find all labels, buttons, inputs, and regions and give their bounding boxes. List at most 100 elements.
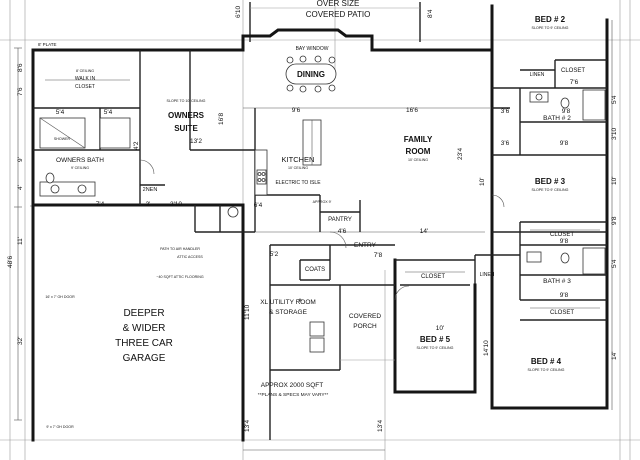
label-dining: DINING: [297, 70, 325, 79]
label-closet-bed-2: CLOSET: [561, 68, 585, 74]
label-entry: ENTRY: [354, 242, 377, 249]
dim-3: 3': [146, 201, 151, 208]
dim-left-4: 4': [17, 185, 24, 190]
label-shower: SHOWER: [54, 137, 71, 141]
label-plans-vary: **PLANS & SPECS MAY VARY**: [258, 392, 329, 398]
label-utility-1: XL UTILITY ROOM: [260, 299, 316, 306]
label-family-ceiling: 10' CEILING: [408, 158, 428, 162]
label-bed-5: BED # 5: [420, 335, 451, 344]
label-bed-4-ceiling: SLOPE TO 9' CEILING: [528, 368, 565, 372]
dining-table: [285, 63, 337, 85]
label-bath-2: BATH # 2: [543, 115, 571, 122]
label-family-1: FAMILY: [404, 135, 433, 144]
label-garage-2: & WIDER: [123, 323, 166, 334]
dim-top-right: 8'4: [427, 9, 434, 18]
dim-14: 14': [420, 228, 428, 235]
label-utility-2: & STORAGE: [269, 309, 307, 316]
patio-label-line-2: COVERED PATIO: [306, 10, 371, 19]
label-garage-1: DEEPER: [123, 308, 164, 319]
dim-9-8-d: 9'8: [560, 292, 569, 299]
label-kitchen-ceiling: 10' CEILING: [288, 166, 308, 170]
dim-5-4-a: 5'4: [56, 109, 65, 116]
label-pantry: PANTRY: [328, 217, 352, 223]
dim-6-4: 6'4: [254, 202, 263, 209]
dim-16-8: 16'8: [218, 113, 225, 125]
range: [256, 169, 267, 185]
label-owners-ceiling: SLOPE TO 10' CEILING: [167, 99, 206, 103]
bath2-tub: [582, 89, 606, 121]
label-family-2: ROOM: [406, 147, 431, 156]
fixtures: [39, 55, 606, 353]
label-bed-3: BED # 3: [535, 177, 566, 186]
dim-right-3-10: 3'10: [611, 128, 618, 140]
label-2nen: 2NEN: [143, 187, 158, 193]
water-heater: [227, 206, 239, 218]
dim-13-4-b: 13'4: [377, 420, 384, 432]
label-owners-1: OWNERS: [168, 111, 205, 120]
label-closet-mid: CLOSET: [421, 274, 445, 280]
label-walk-in-ceiling: 8' CEILING: [76, 69, 94, 73]
label-owners-bath: OWNERS BATH: [56, 157, 104, 164]
label-walk-in-2: CLOSET: [75, 84, 95, 90]
dim-5-4-b: 5'4: [104, 109, 113, 116]
dim-left-9: 9': [17, 157, 24, 162]
dim-4-6: 4'6: [338, 228, 347, 235]
dim-5-2: 5'2: [270, 251, 279, 258]
dim-9-8-c: 9'8: [560, 238, 569, 245]
label-closet-bed-3: CLOSET: [550, 232, 574, 238]
label-closet-bed-4: CLOSET: [550, 310, 574, 316]
dim-10-b: 10': [436, 325, 444, 332]
label-owners-2: SUITE: [174, 124, 198, 133]
label-electric-isle: ELECTRIC TO ISLE: [275, 180, 321, 186]
dim-32: 32': [17, 337, 24, 345]
dim-11-10: 11'10: [244, 304, 251, 320]
dim-7-6: 7'6: [570, 79, 579, 86]
owners-toilet: [45, 172, 55, 184]
label-owners-bath-ceiling: 9' CEILING: [71, 166, 89, 170]
dimension-labels: 9'6 16'6 13'2 16'8 23'4 5'4 5'4 4'2 7'6 …: [7, 63, 618, 432]
room-labels: BED # 2 SLOPE TO 9' CEILING CLOSET LINEN…: [45, 15, 585, 429]
label-garage-door-16: 16' x 7' OH DOOR: [45, 295, 75, 299]
label-approx-sqft: APPROX 2000 SQFT: [261, 382, 324, 389]
dim-left-8-6: 8'6: [17, 63, 24, 72]
dim-3-6-a: 3'6: [501, 108, 510, 115]
label-attic-flooring: ~40 SQFT ATTIC FLOORING: [156, 275, 203, 279]
dim-10-a: 10': [479, 178, 486, 186]
label-coats: COATS: [305, 267, 325, 273]
label-garage-door-9: 9' x 7' OH DOOR: [46, 425, 74, 429]
dim-48-6: 48'6: [7, 256, 14, 268]
dim-top-left: 6'10: [235, 6, 242, 18]
label-approx-ceiling: APPROX 9': [313, 200, 332, 204]
dim-7-4: 7'4: [96, 201, 105, 208]
dim-16-6: 16'6: [406, 107, 418, 114]
label-linen-top: LINEN: [530, 72, 545, 78]
dim-3-10: 3'10: [170, 201, 182, 208]
dim-4-2: 4'2: [133, 141, 140, 150]
dim-3-6-b: 3'6: [501, 140, 510, 147]
dim-11: 11': [17, 237, 24, 245]
label-walk-in-1: WALK IN: [75, 76, 96, 82]
plate-label-top: 8' PLATE: [38, 42, 57, 47]
label-garage-3: THREE CAR: [115, 338, 173, 349]
dim-23-4: 23'4: [457, 148, 464, 160]
patio-label-line-1: OVER SIZE: [317, 0, 360, 8]
label-bath-3: BATH # 3: [543, 278, 571, 285]
dim-13-4-a: 13'4: [244, 420, 251, 432]
label-linen-mid: LINEN: [480, 272, 495, 278]
label-path-air-handler: PATH TO AIR HANDLER: [160, 247, 200, 251]
label-covered-1: COVERED: [349, 313, 381, 320]
label-bed-5-ceiling: SLOPE TO 9' CEILING: [417, 346, 454, 350]
dim-9-8-b: 9'8: [560, 140, 569, 147]
dim-right-10: 10': [611, 177, 618, 185]
dim-14-10: 14'10: [483, 340, 490, 356]
label-kitchen: KITCHEN: [282, 155, 315, 164]
dim-9-8-a: 9'8: [562, 108, 571, 115]
label-bed-2-ceiling: SLOPE TO 9' CEILING: [532, 26, 569, 30]
dim-right-5-4-b: 5'4: [611, 259, 618, 268]
label-garage-4: GARAGE: [123, 353, 166, 364]
dim-left-7-6: 7'6: [17, 87, 24, 96]
dim-7-8: 7'8: [374, 252, 383, 259]
label-covered-2: PORCH: [353, 323, 377, 330]
label-attic-access: ATTIC ACCESS: [177, 255, 203, 259]
